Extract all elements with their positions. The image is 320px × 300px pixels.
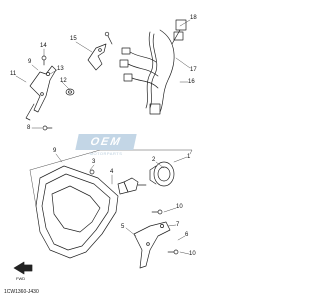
stay-15 — [87, 31, 113, 71]
callout-13: 13 — [57, 66, 64, 72]
callout-3: 3 — [92, 159, 96, 165]
screw-14 — [41, 55, 47, 66]
parts-diagram: OEM MOTORPARTS 14 9 13 11 12 15 18 17 16… — [4, 15, 197, 295]
watermark-subtitle: MOTORPARTS — [89, 151, 123, 156]
callout-4: 4 — [110, 169, 114, 175]
bulb-assembly — [89, 169, 147, 195]
fwd-label: FWD — [16, 276, 26, 281]
fwd-arrow-icon — [13, 261, 33, 275]
watermark-logo-text: OEM — [75, 134, 137, 150]
callout-2: 2 — [152, 157, 156, 163]
screw-8 — [42, 125, 53, 131]
callout-10b: 10 — [189, 251, 196, 257]
callout-11: 11 — [10, 71, 17, 77]
callout-9b: 9 — [53, 148, 57, 154]
callout-17: 17 — [190, 67, 197, 73]
left-bracket — [25, 65, 57, 121]
callout-16: 16 — [188, 79, 195, 85]
diagram-drawing — [13, 19, 193, 275]
callout-12: 12 — [60, 78, 67, 84]
grommet-12 — [65, 88, 75, 96]
screw-10 — [151, 209, 179, 255]
catalog-code: 1CW1360-J430 — [4, 289, 39, 295]
callout-5: 5 — [121, 224, 125, 230]
wire-harness — [119, 19, 187, 115]
callout-8: 8 — [27, 125, 31, 131]
right-bracket — [133, 221, 171, 269]
callout-7: 7 — [176, 222, 180, 228]
cover-ring — [149, 161, 175, 187]
watermark-logo: OEM MOTORPARTS — [75, 134, 137, 158]
callout-1: 1 — [187, 154, 191, 160]
callout-15: 15 — [70, 36, 77, 42]
callout-14: 14 — [40, 43, 47, 49]
headlight-unit — [29, 149, 193, 259]
callout-10: 10 — [176, 204, 183, 210]
callout-6: 6 — [185, 232, 189, 238]
callout-9: 9 — [28, 59, 32, 65]
callout-18: 18 — [190, 15, 197, 21]
